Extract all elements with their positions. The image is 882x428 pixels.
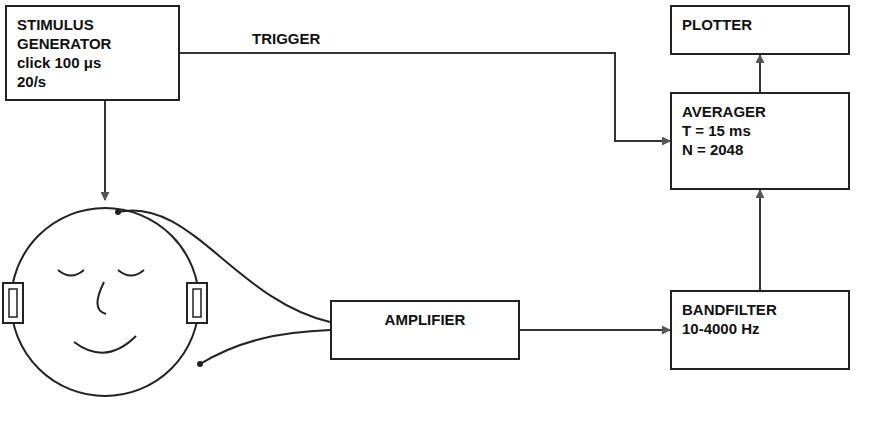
- box-parameter: N = 2048: [682, 140, 838, 159]
- box-parameter: T = 15 ms: [682, 121, 838, 140]
- signal-connector: [180, 53, 670, 141]
- process-box: AMPLIFIER: [330, 300, 520, 360]
- electrode-wire: [200, 330, 330, 364]
- process-box: AVERAGERT = 15 msN = 2048: [670, 92, 850, 190]
- box-title: BANDFILTER: [682, 300, 838, 319]
- earphone-left-inner: [9, 289, 17, 317]
- closed-eye: [118, 270, 144, 276]
- box-parameter: 10-4000 Hz: [682, 319, 838, 338]
- box-title: PLOTTER: [682, 15, 838, 34]
- signal-connector: [759, 55, 761, 92]
- closed-eye: [58, 270, 84, 276]
- process-box: BANDFILTER10-4000 Hz: [670, 290, 850, 370]
- box-parameter: click 100 μs: [17, 53, 168, 72]
- signal-connector: [520, 329, 670, 331]
- signal-connector: [759, 190, 761, 290]
- head-outline: [11, 208, 199, 396]
- process-box: STIMULUS GENERATORclick 100 μs20/s: [5, 5, 180, 101]
- nose: [97, 282, 106, 314]
- earphone-left: [3, 283, 23, 323]
- earphone-right: [187, 283, 207, 323]
- process-box: PLOTTER: [670, 5, 850, 55]
- box-title: AVERAGER: [682, 102, 838, 121]
- connector-label: TRIGGER: [250, 29, 322, 48]
- electrode-wire: [118, 210, 330, 322]
- earphone-right-inner: [193, 289, 201, 317]
- box-title: AMPLIFIER: [342, 310, 508, 329]
- box-parameter: 20/s: [17, 72, 168, 91]
- stimulus-arrow: [104, 101, 106, 200]
- box-title: STIMULUS GENERATOR: [17, 15, 168, 53]
- mouth: [74, 336, 136, 353]
